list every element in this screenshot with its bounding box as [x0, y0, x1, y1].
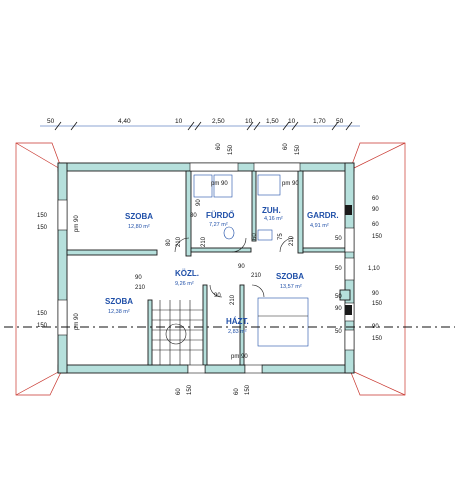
room-name: GARDR.: [307, 211, 339, 220]
door-width-label: 90: [135, 275, 142, 281]
room-area: 9,26 m²: [175, 281, 194, 287]
window-height-label: 90: [372, 207, 379, 213]
door-height-label: 210: [176, 236, 182, 247]
dim-label: 10: [288, 118, 296, 125]
window-width-label: 60: [372, 196, 379, 202]
parapet-label: pm 90: [231, 354, 248, 360]
dim-label: 1,50: [266, 118, 279, 125]
room-name: KÖZL.: [175, 269, 199, 278]
door-width-label: 90: [196, 199, 202, 206]
room-szoba-3: SZOBA 12,38 m²: [105, 297, 133, 315]
door-width-label: 90: [214, 293, 221, 299]
door-width-label: 90: [238, 264, 245, 270]
door-height-label: 80: [190, 213, 197, 219]
window-height-label: 150: [295, 144, 301, 155]
room-area: 12,38 m²: [108, 309, 130, 315]
door-height-label: 210: [135, 285, 146, 291]
room-area: 7,27 m²: [209, 222, 228, 228]
parapet-label: pm 90: [74, 313, 80, 330]
window-height-label: 150: [187, 384, 193, 395]
door-width-label: 80: [166, 239, 172, 246]
window-height-label: 150: [372, 301, 383, 307]
interior-walls: [66, 170, 351, 366]
parapet-label: pm 90: [211, 181, 228, 187]
dim-label: 50: [335, 294, 342, 300]
door-width-label: 60: [252, 233, 258, 240]
room-kozl: KÖZL. 9,26 m²: [175, 269, 199, 287]
door-height-label: 210: [201, 236, 207, 247]
window-width-label: 90: [372, 291, 379, 297]
window-height-label: 150: [372, 336, 383, 342]
room-szoba-1: SZOBA 12,80 m²: [125, 212, 153, 230]
door-height-label: 210: [230, 294, 236, 305]
room-name: ZUH.: [262, 206, 281, 215]
room-name: HÁZT.: [226, 317, 249, 326]
room-name: SZOBA: [125, 212, 153, 221]
windows: [57, 162, 355, 374]
window-height-label: 150: [372, 234, 383, 240]
room-hazt: HÁZT. 2,83 m²: [226, 317, 249, 335]
room-name: SZOBA: [276, 272, 304, 281]
room-area: 4,91 m²: [310, 223, 329, 229]
window-height-label: 150: [245, 384, 251, 395]
room-zuh: ZUH. 4,16 m²: [262, 206, 283, 222]
door-width-label: 75: [278, 233, 284, 240]
top-dimension-chain: 50 4,40 10 2,50 10 1,50 10 1,70 50: [40, 118, 360, 131]
window-width-label: 60: [234, 388, 240, 395]
window-width-label: 60: [283, 143, 289, 150]
room-szoba-2: SZOBA 13,57 m²: [276, 272, 304, 290]
dim-label: 90: [335, 306, 342, 312]
window-width-label: 60: [216, 143, 222, 150]
dim-label: 1,10: [368, 266, 380, 272]
door-height-label: 210: [251, 273, 262, 279]
window-height-label: 150: [37, 225, 48, 231]
parapet-label: pm 90: [74, 215, 80, 232]
room-furdo: FÜRDŐ 7,27 m²: [206, 211, 234, 228]
door-height-label: 210: [289, 235, 295, 246]
parapet-label: pm 90: [282, 181, 299, 187]
window-width-label: 150: [37, 213, 48, 219]
dim-label: 1,70: [313, 118, 326, 125]
staircase: [152, 300, 203, 365]
dim-label: 2,50: [212, 118, 225, 125]
dim-label: 10: [245, 118, 253, 125]
dim-label: 50: [335, 236, 342, 242]
room-area: 12,80 m²: [128, 224, 150, 230]
room-area: 4,16 m²: [264, 216, 283, 222]
window-height-label: 150: [228, 144, 234, 155]
room-name: FÜRDŐ: [206, 211, 234, 220]
dim-label: 50: [335, 329, 342, 335]
window-width-label: 60: [176, 388, 182, 395]
dim-label: 50: [335, 266, 342, 272]
room-area: 2,83 m²: [228, 329, 247, 335]
bathroom-fixtures: [193, 174, 309, 347]
dim-label: 50: [336, 118, 344, 125]
window-height-label: 150: [37, 323, 48, 329]
room-area: 13,57 m²: [280, 284, 302, 290]
dim-label: 10: [175, 118, 183, 125]
dim-label: 4,40: [118, 118, 131, 125]
opening-annotations: 60 150 60 150 pm 90 pm 90 pm 90 pm 90 pm…: [37, 143, 383, 395]
door-swings: [174, 237, 295, 298]
window-width-label: 150: [37, 311, 48, 317]
window-width-label: 60: [372, 222, 379, 228]
window-width-label: 90: [372, 324, 379, 330]
room-name: SZOBA: [105, 297, 133, 306]
room-gardrob: GARDR. 4,91 m²: [307, 211, 339, 229]
dim-label: 50: [47, 118, 55, 125]
